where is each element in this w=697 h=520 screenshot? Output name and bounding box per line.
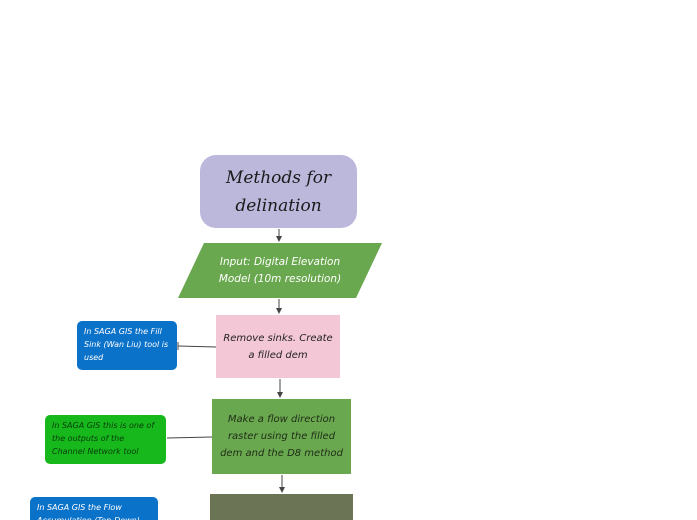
input-parallelogram-shape xyxy=(178,243,382,298)
note-fill-sink[interactable]: In SAGA GIS the Fill Sink (Wan Liu) tool… xyxy=(77,321,177,370)
title-node-text: Methods for delination xyxy=(225,167,332,216)
flow-direction-node[interactable]: Make a flow direction raster using the f… xyxy=(212,399,351,474)
note-flow-accumulation[interactable]: In SAGA GIS the Flow Accumulation (Top-D… xyxy=(30,497,158,520)
remove-sinks-node-text: Remove sinks. Create a filled dem xyxy=(223,332,333,361)
note-flow-accumulation-text: In SAGA GIS the Flow Accumulation (Top-D… xyxy=(37,503,140,520)
flow-direction-node-text: Make a flow direction raster using the f… xyxy=(220,414,343,459)
input-node[interactable]: Input: Digital Elevation Model (10m reso… xyxy=(178,243,382,298)
title-node[interactable]: Methods for delination xyxy=(200,155,357,228)
input-node-text: Input: Digital Elevation Model (10m reso… xyxy=(218,255,342,285)
remove-sinks-node[interactable]: Remove sinks. Create a filled dem xyxy=(216,315,340,378)
link-sinks-to-note xyxy=(177,345,217,348)
note-fill-sink-text: In SAGA GIS the Fill Sink (Wan Liu) tool… xyxy=(84,327,169,362)
link-flow-direction-to-note xyxy=(166,436,213,439)
note-channel-network-text: In SAGA GIS this is one of the outputs o… xyxy=(52,421,155,456)
note-channel-network[interactable]: In SAGA GIS this is one of the outputs o… xyxy=(45,415,166,464)
next-step-node[interactable] xyxy=(210,494,353,520)
